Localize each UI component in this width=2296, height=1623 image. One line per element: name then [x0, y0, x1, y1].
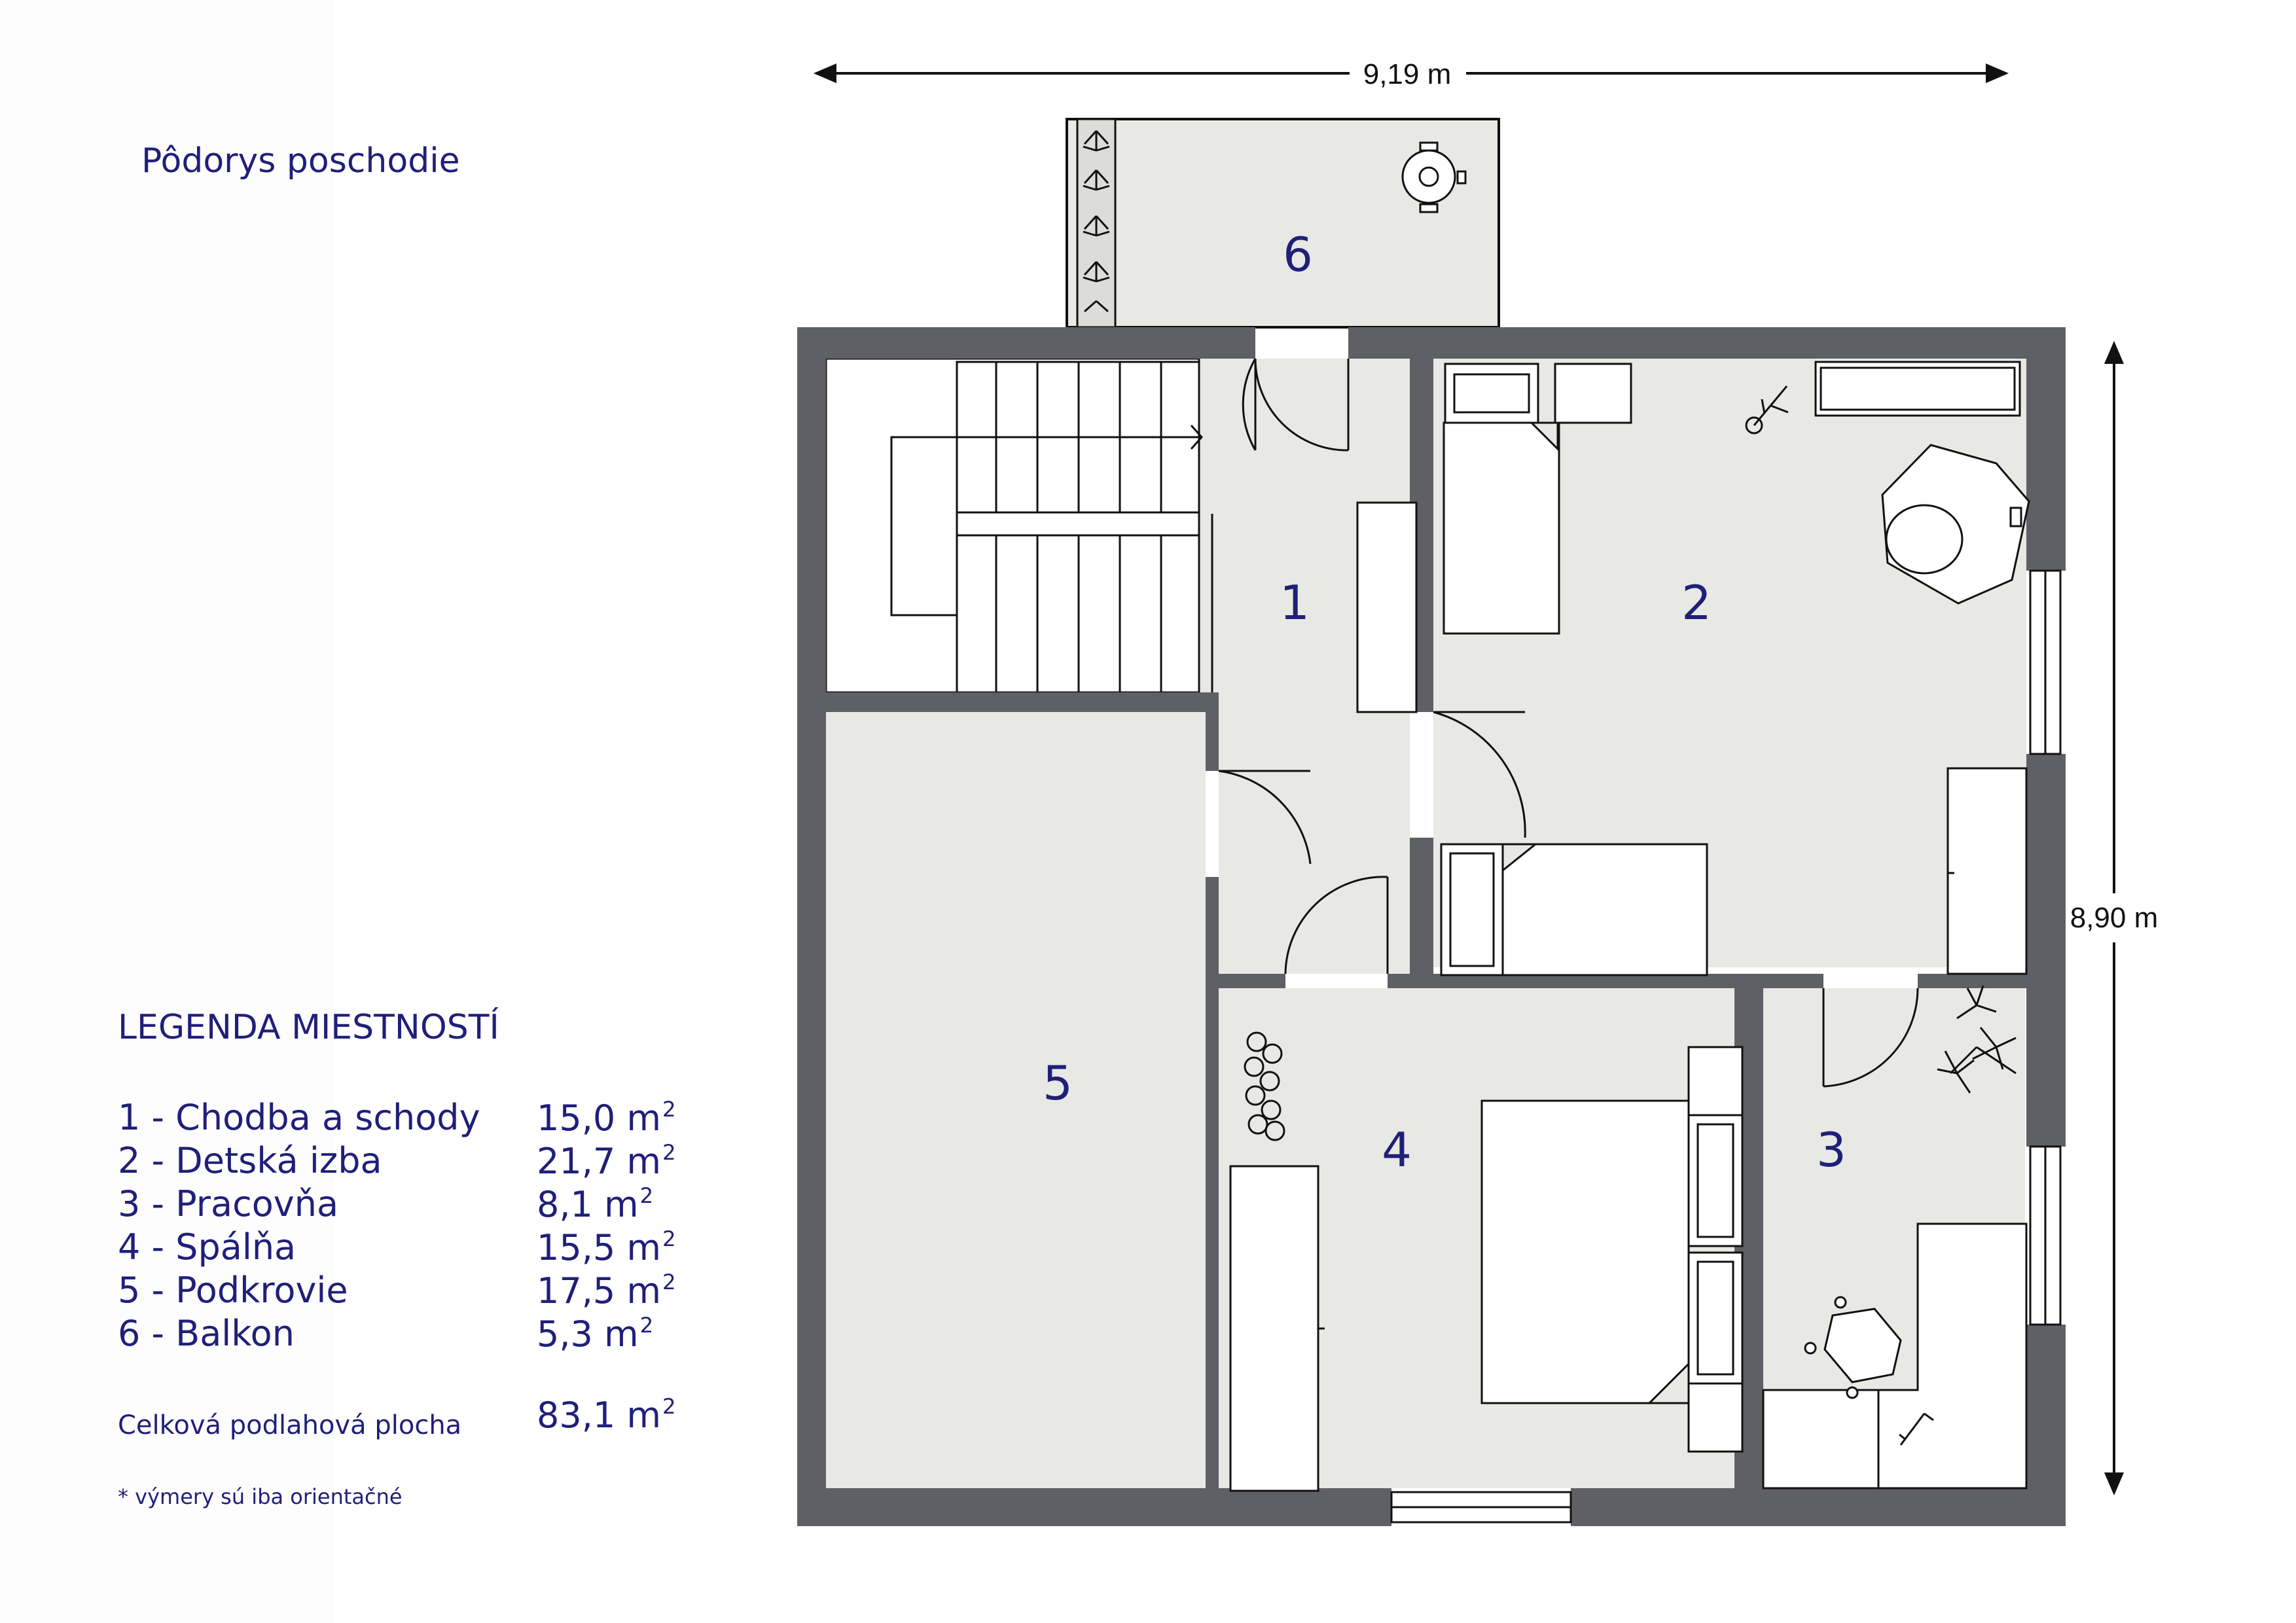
door-room-4: [1284, 876, 1389, 974]
arrow-down-icon: [2104, 1472, 2125, 1496]
legend-area: 15,5 m2: [537, 1226, 676, 1269]
double-bed: [1480, 1099, 1690, 1404]
legend-item-spalna: 4 - Spálňa 15,5 m2: [118, 1226, 676, 1268]
corridor-cabinet: [1356, 501, 1418, 713]
desk-chair-icon: [1804, 1296, 1902, 1399]
nightstand-bottom: [1687, 1382, 1744, 1453]
table-lamp-icon: [1745, 385, 1789, 435]
legend-area: 21,7 m2: [537, 1140, 676, 1183]
staircase: [825, 357, 1213, 694]
room-4-furniture: [1229, 1031, 1744, 1492]
room-number-5: 5: [1043, 1056, 1073, 1111]
bed-bottom: [1501, 843, 1708, 976]
legend-item-pracovna: 3 - Pracovňa 8,1 m2: [118, 1183, 653, 1225]
balcony-door: [1242, 358, 1257, 451]
room-3-furniture: [1762, 985, 2028, 1489]
width-dimension: [813, 63, 2009, 84]
round-table-icon: [1401, 141, 1467, 213]
height-dimension-text: 8,90 m: [2070, 902, 2159, 934]
arrow-left-icon: [813, 63, 836, 84]
legend-area: 17,5 m2: [537, 1270, 676, 1312]
windows: [1390, 569, 2062, 1524]
room-number-6: 6: [1283, 227, 1313, 282]
shelf: [1814, 361, 2021, 417]
footnote: * výmery sú iba orientačné: [118, 1484, 403, 1509]
room-2-furniture: [1440, 361, 2030, 976]
room-number-3: 3: [1816, 1122, 1846, 1177]
legend-area: 15,0 m2: [537, 1097, 676, 1139]
corner-desk: [1762, 1222, 2028, 1489]
plant-icon: [1937, 985, 2017, 1094]
legend-area: 5,3 m2: [537, 1313, 654, 1355]
arrow-up-icon: [2104, 340, 2125, 364]
legend-title: LEGENDA MIESTNOSTÍ: [118, 1008, 499, 1047]
doors: [1218, 358, 1919, 1088]
height-dimension: [2104, 340, 2125, 1496]
legend-item-detska-izba: 2 - Detská izba 21,7 m2: [118, 1140, 676, 1182]
wardrobe: [1946, 767, 2028, 975]
nightstand-top: [1687, 1046, 1744, 1116]
room-5-floor: [826, 712, 1206, 1488]
width-dimension-text: 9,19 m: [1363, 58, 1452, 90]
arrow-right-icon: [1986, 63, 2009, 84]
legend-item-podkrovie: 5 - Podkrovie 17,5 m2: [118, 1270, 676, 1311]
bed-bottom-head: [1440, 843, 1504, 976]
wardrobe-room-4: [1229, 1165, 1319, 1492]
lamp-icon: [1899, 1412, 1934, 1446]
door-room-3: [1822, 988, 1919, 1088]
walls: [797, 327, 2066, 1526]
room-number-1: 1: [1280, 575, 1310, 630]
page-margin: [0, 0, 334, 1623]
legend-label: 3 - Pracovňa: [118, 1183, 339, 1224]
door-room-5: [1218, 770, 1312, 865]
nightstand: [1554, 363, 1632, 424]
plant-icon: [1244, 1031, 1285, 1141]
legend-label: 1 - Chodba a schody: [118, 1097, 480, 1138]
legend-label: 5 - Podkrovie: [118, 1270, 348, 1311]
page-title: Pôdorys poschodie: [141, 141, 460, 181]
room-number-4: 4: [1382, 1122, 1412, 1177]
plant-icon: [1083, 130, 1110, 313]
bed-top: [1443, 421, 1560, 635]
balcony: [1066, 118, 1500, 329]
door-room-2: [1433, 711, 1526, 838]
legend-label: 4 - Spálňa: [118, 1226, 296, 1268]
total-area-label: Celková podlahová plocha: [118, 1410, 462, 1440]
total-area-value: 83,1 m2: [537, 1394, 676, 1436]
stairs-arrow-icon: [1190, 425, 1204, 450]
room-number-2: 2: [1681, 575, 1712, 630]
dresser: [1444, 363, 1539, 424]
legend-item-balkon: 6 - Balkon 5,3 m2: [118, 1313, 653, 1355]
legend-label: 6 - Balkon: [118, 1313, 295, 1354]
legend-item-chodba: 1 - Chodba a schody 15,0 m2: [118, 1097, 676, 1139]
legend-label: 2 - Detská izba: [118, 1140, 382, 1181]
armchair-icon: [1881, 444, 2030, 605]
legend-area: 8,1 m2: [537, 1183, 654, 1226]
